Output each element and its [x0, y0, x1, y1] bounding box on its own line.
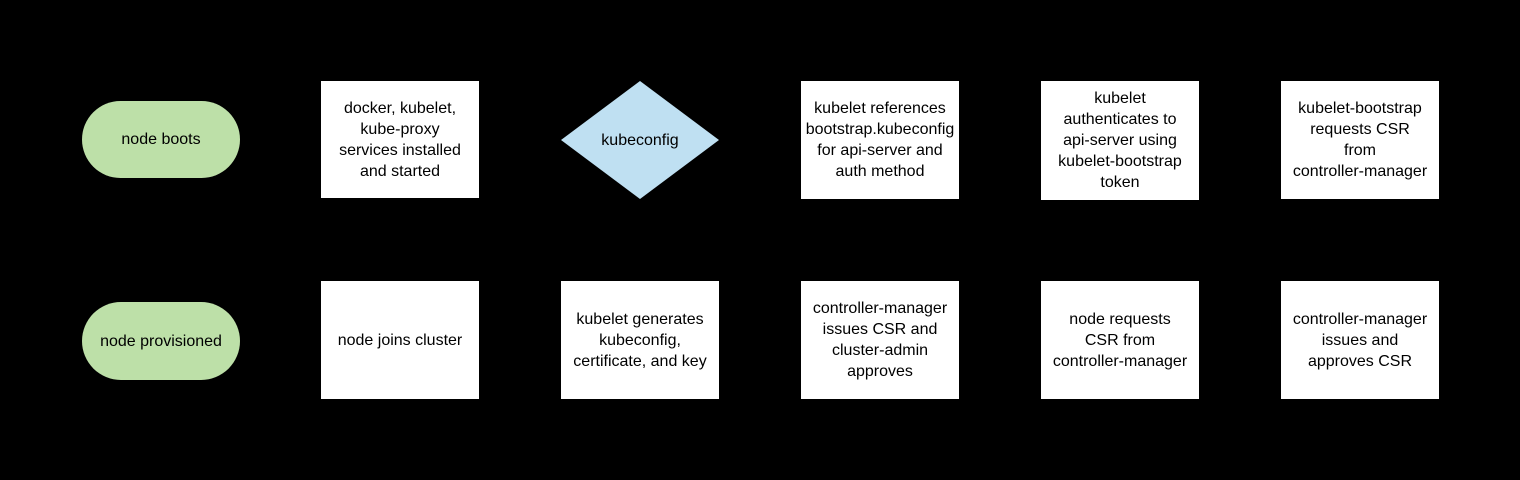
process-services-installed-label: docker, kubelet, kube-proxy services ins…: [339, 99, 461, 180]
decision-kubeconfig: kubeconfig: [561, 81, 719, 199]
process-kubelet-references-label: kubelet references bootstrap.kubeconfig …: [805, 100, 955, 180]
process-kubelet-bootstrap-requests-csr: kubelet-bootstrap requests CSR from cont…: [1281, 81, 1439, 199]
process-controller-manager-issues-csr: controller-manager issues CSR and cluste…: [801, 281, 959, 399]
decision-kubeconfig-label: kubeconfig: [601, 131, 679, 149]
process-kubelet-references-bootstrap-kubeconfig: kubelet references bootstrap.kubeconfig …: [801, 81, 959, 199]
process-kubelet-authenticates-label: kubelet authenticates to api-server usin…: [1058, 90, 1182, 191]
process-node-joins-cluster-label: node joins cluster: [337, 331, 463, 349]
process-node-requests-csr: node requests CSR from controller-manage…: [1041, 281, 1199, 399]
process-kubelet-bootstrap-requests-csr-label: kubelet-bootstrap requests CSR from cont…: [1292, 100, 1428, 180]
process-kubelet-generates-kubeconfig-label: kubelet generates kubeconfig, certificat…: [573, 310, 707, 370]
process-services-installed: docker, kubelet, kube-proxy services ins…: [321, 81, 479, 198]
terminator-node-provisioned-label: node provisioned: [100, 332, 222, 350]
terminator-node-boots-label: node boots: [121, 131, 201, 148]
process-controller-manager-issues-and-approves-csr: controller-manager issues and approves C…: [1281, 281, 1439, 399]
process-node-requests-csr-label: node requests CSR from controller-manage…: [1052, 310, 1188, 370]
process-kubelet-generates-kubeconfig: kubelet generates kubeconfig, certificat…: [561, 281, 719, 399]
process-node-joins-cluster: node joins cluster: [321, 281, 479, 399]
process-controller-manager-issues-csr-label: controller-manager issues CSR and cluste…: [812, 300, 948, 380]
process-kubelet-authenticates: kubelet authenticates to api-server usin…: [1041, 81, 1199, 200]
process-controller-manager-issues-and-approves-csr-label: controller-manager issues and approves C…: [1292, 310, 1428, 370]
terminator-node-boots: node boots: [82, 101, 240, 178]
terminator-node-provisioned: node provisioned: [82, 302, 240, 380]
